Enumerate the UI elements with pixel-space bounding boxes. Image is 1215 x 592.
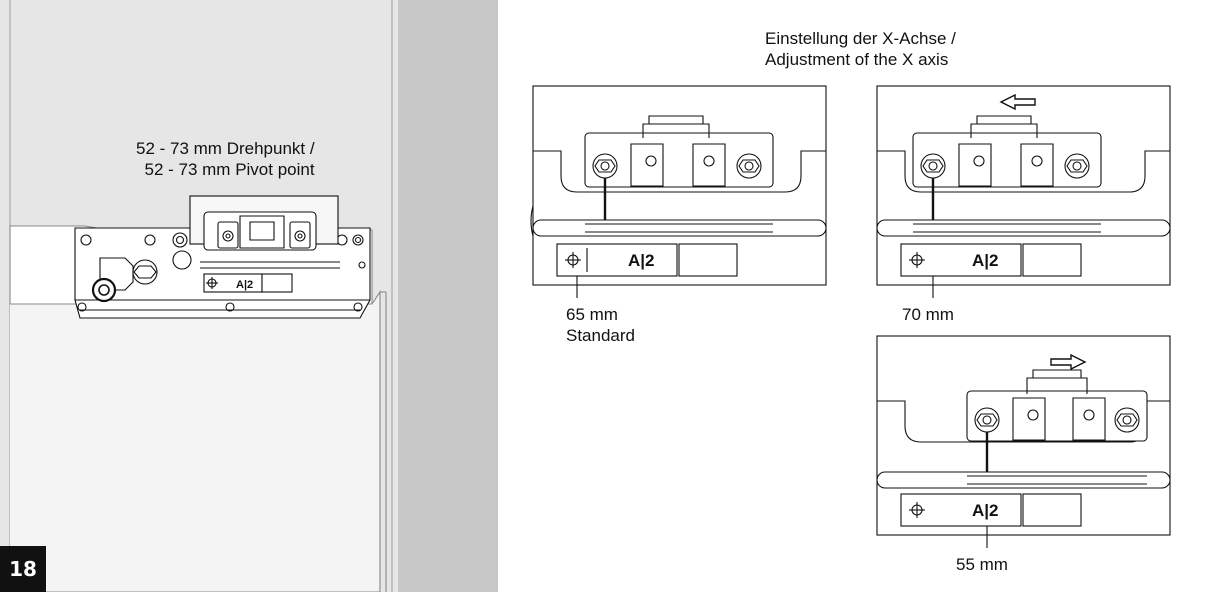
grey-column: [398, 0, 498, 592]
detail-70mm-mark: A|2: [972, 251, 999, 270]
door-body: [10, 290, 381, 592]
label-65mm: 65 mm Standard: [566, 304, 635, 346]
pivot-label: 52 - 73 mm Drehpunkt / 52 - 73 mm Pivot …: [136, 138, 315, 180]
label-55mm: 55 mm: [956, 555, 1008, 574]
detail-standard: [530, 85, 827, 298]
plate-mark: A|2: [236, 279, 253, 291]
section-title-line1: Einstellung der X-Achse /: [765, 29, 956, 48]
label-65mm-line1: 65 mm: [566, 305, 618, 324]
detail-55mm: [876, 335, 1171, 548]
detail-55mm-mark: A|2: [972, 501, 999, 520]
label-70mm: 70 mm: [902, 305, 954, 324]
arrow-right-icon: [1050, 353, 1087, 371]
detail-standard-mark: A|2: [628, 251, 655, 270]
section-title-line2: Adjustment of the X axis: [765, 50, 949, 69]
arrow-left-icon: [999, 93, 1036, 111]
door-assembly: [9, 195, 387, 592]
page-number-badge: 18: [0, 546, 46, 592]
pivot-label-line2: 52 - 73 mm Pivot point: [144, 160, 315, 179]
section-title: Einstellung der X-Achse / Adjustment of …: [765, 28, 956, 70]
label-65mm-line2: Standard: [566, 326, 635, 345]
detail-70mm: [876, 85, 1171, 298]
pivot-label-line1: 52 - 73 mm Drehpunkt /: [136, 139, 315, 158]
